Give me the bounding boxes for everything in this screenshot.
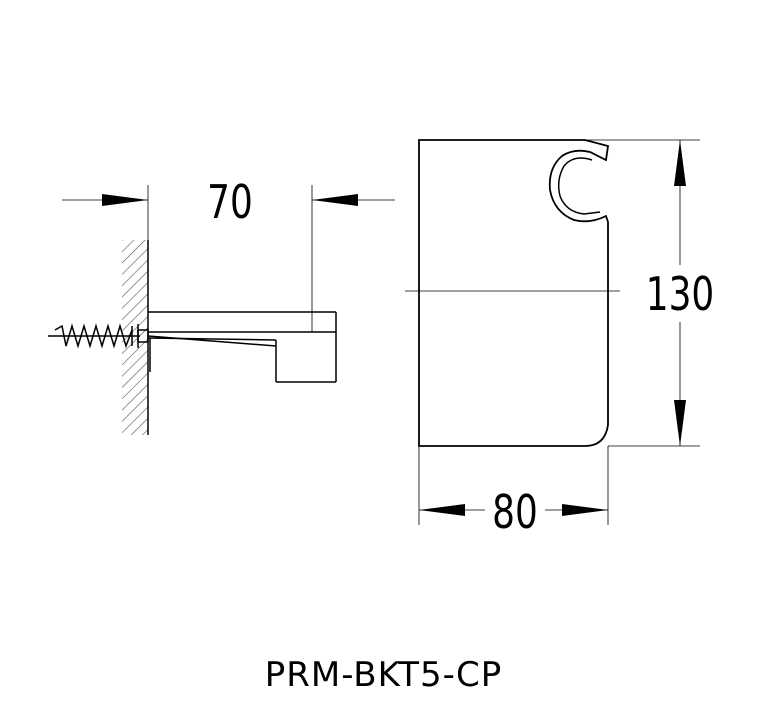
holder-hook [557,157,601,215]
wall-hatching [122,240,148,435]
side-view [48,185,395,435]
dimension-depth-label: 70 [207,176,253,230]
arrow-right-70 [312,194,358,206]
front-plate-outline [418,139,610,447]
dimension-width-label: 80 [492,486,538,540]
model-number: PRM-BKT5-CP [264,655,503,695]
front-view [405,139,700,525]
dimension-height-label: 130 [646,268,714,322]
bracket-arm [147,311,337,383]
arrow-bottom-130 [674,400,686,446]
arrow-right-80 [562,504,608,516]
arrow-left-70 [102,194,148,206]
arrow-left-80 [419,504,465,516]
wall-anchor-screw [48,323,151,372]
arrow-top-130 [674,140,686,186]
